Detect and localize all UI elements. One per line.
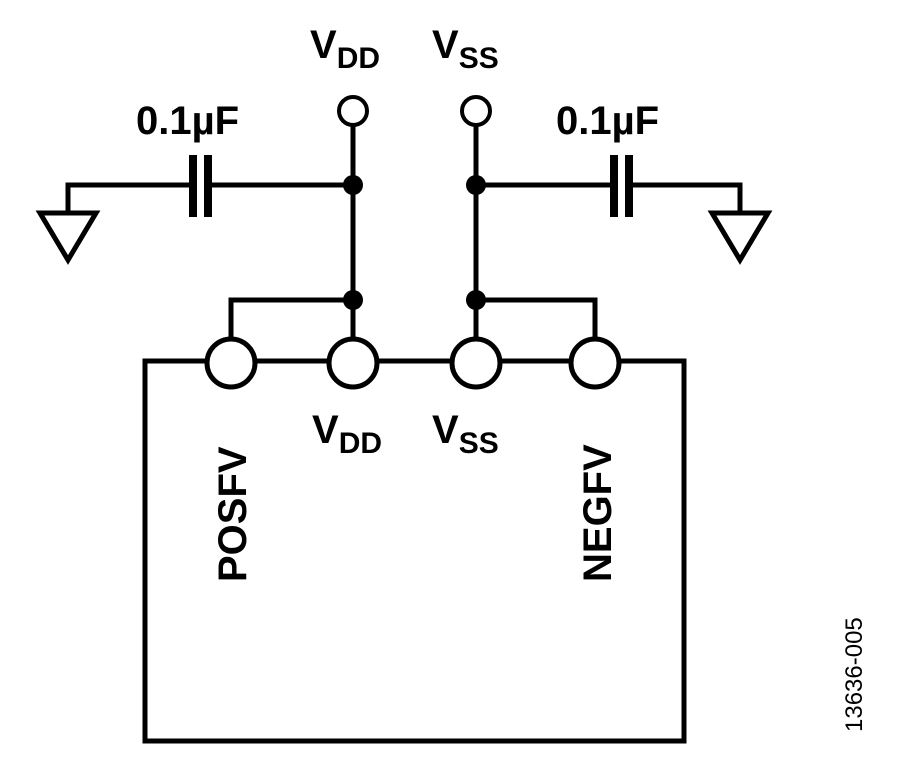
vss-pin-icon	[449, 336, 503, 390]
left-ground-icon	[35, 210, 101, 265]
vdd-pin-label: VDD	[312, 408, 382, 460]
posfv-tie-wire	[228, 297, 356, 343]
vdd-cap-junction	[343, 175, 363, 195]
posfv-pin-label: POSFV	[211, 446, 255, 582]
negfv-tie-wire	[473, 297, 598, 343]
right-ground-icon	[707, 210, 773, 265]
vdd-pin-icon	[326, 336, 380, 390]
vss-cap-junction	[466, 175, 486, 195]
negfv-pin-icon	[568, 336, 622, 390]
posfv-pin-icon	[204, 336, 258, 390]
vss-terminal-icon	[460, 95, 492, 127]
vdd-terminal-icon	[337, 95, 369, 127]
right-capacitor-value: 0.1µF	[556, 99, 659, 143]
vdd-posfv-junction	[343, 290, 363, 310]
vss-supply-label: VSS	[432, 23, 499, 75]
vss-pin-label: VSS	[432, 408, 499, 460]
vdd-supply-label: VDD	[310, 23, 380, 75]
figure-id: 13636-005	[841, 617, 868, 732]
device-outline	[142, 358, 687, 744]
negfv-pin-label: NEGFV	[576, 444, 620, 582]
left-capacitor-value: 0.1µF	[136, 99, 239, 143]
vss-negfv-junction	[466, 290, 486, 310]
